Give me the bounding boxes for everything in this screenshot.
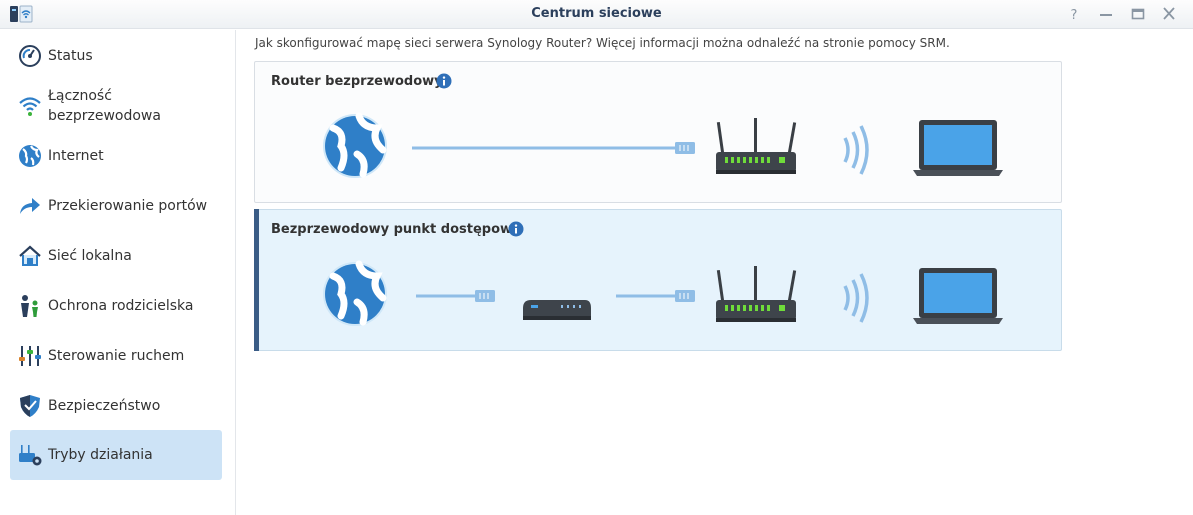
sidebar-item-label: Przekierowanie portów bbox=[48, 198, 208, 214]
close-icon[interactable] bbox=[1159, 5, 1179, 23]
router-gear-icon bbox=[19, 445, 42, 466]
wifi-signal-icon bbox=[843, 125, 869, 175]
ethernet-cable-icon bbox=[412, 142, 695, 154]
router-icon bbox=[716, 266, 797, 322]
home-network-icon bbox=[19, 245, 41, 266]
title-bar: Centrum sieciowe ? bbox=[0, 0, 1193, 29]
laptop-icon bbox=[913, 268, 1003, 324]
modem-icon bbox=[523, 300, 591, 320]
info-icon[interactable] bbox=[436, 73, 452, 89]
maximize-icon[interactable] bbox=[1128, 5, 1148, 23]
ethernet-cable-icon bbox=[416, 290, 495, 302]
internet-globe-icon bbox=[323, 112, 387, 178]
sidebar-item-local-network[interactable]: Sieć lokalna bbox=[10, 240, 222, 272]
sidebar-item-label: Status bbox=[48, 48, 93, 64]
sidebar-item-port-forwarding[interactable]: Przekierowanie portów bbox=[10, 190, 222, 222]
help-text: Jak skonfigurować mapę sieci serwera Syn… bbox=[255, 36, 950, 50]
help-icon[interactable]: ? bbox=[1064, 5, 1084, 23]
mode-card-wireless-access-point[interactable]: Bezprzewodowy punkt dostępowy bbox=[254, 209, 1062, 351]
svg-text:?: ? bbox=[1071, 8, 1078, 23]
gauge-icon bbox=[19, 45, 41, 67]
sidebar-item-label: Łączność bbox=[48, 88, 112, 104]
sidebar-item-label: Tryby działania bbox=[48, 447, 153, 463]
wifi-icon bbox=[19, 97, 41, 116]
laptop-icon bbox=[913, 120, 1003, 176]
sidebar-item-label: Ochrona rodzicielska bbox=[48, 298, 194, 314]
sidebar-item-label: Bezpieczeństwo bbox=[48, 398, 161, 414]
sidebar-item-status[interactable]: Status bbox=[10, 40, 222, 72]
sidebar-item-label: Internet bbox=[48, 148, 104, 164]
mode-card-wireless-router[interactable]: Router bezprzewodowy bbox=[254, 61, 1062, 203]
wireless-router-diagram bbox=[323, 112, 1003, 178]
sidebar-item-security[interactable]: Bezpieczeństwo bbox=[10, 390, 222, 422]
ethernet-cable-icon bbox=[616, 290, 695, 302]
main-panel: Jak skonfigurować mapę sieci serwera Syn… bbox=[237, 30, 1193, 515]
sidebar: Status Łączność bezprzewodowa Internet P… bbox=[0, 30, 236, 515]
info-icon[interactable] bbox=[508, 221, 524, 237]
sidebar-item-traffic-control[interactable]: Sterowanie ruchem bbox=[10, 340, 222, 372]
wifi-signal-icon bbox=[843, 273, 869, 323]
globe-icon bbox=[19, 145, 41, 167]
family-icon bbox=[21, 295, 38, 317]
mode-title: Bezprzewodowy punkt dostępowy bbox=[271, 222, 521, 237]
shield-icon bbox=[20, 395, 40, 417]
window-title: Centrum sieciowe bbox=[531, 6, 662, 21]
sidebar-item-operation-modes[interactable]: Tryby działania bbox=[10, 430, 222, 480]
sidebar-item-label-line2: bezprzewodowa bbox=[48, 108, 161, 124]
access-point-diagram bbox=[323, 260, 1003, 326]
sidebar-item-wireless[interactable]: Łączność bezprzewodowa bbox=[10, 85, 222, 127]
mode-title: Router bezprzewodowy bbox=[271, 74, 443, 89]
sidebar-item-internet[interactable]: Internet bbox=[10, 140, 222, 172]
sidebar-item-label: Sieć lokalna bbox=[48, 248, 132, 264]
sidebar-item-label: Sterowanie ruchem bbox=[48, 348, 185, 364]
internet-globe-icon bbox=[323, 260, 387, 326]
forward-arrow-icon bbox=[20, 198, 40, 214]
minimize-icon[interactable] bbox=[1096, 5, 1116, 23]
sliders-icon bbox=[19, 346, 41, 366]
router-icon bbox=[716, 118, 797, 174]
sidebar-item-parental-control[interactable]: Ochrona rodzicielska bbox=[10, 290, 222, 322]
network-center-app-icon bbox=[10, 5, 33, 23]
